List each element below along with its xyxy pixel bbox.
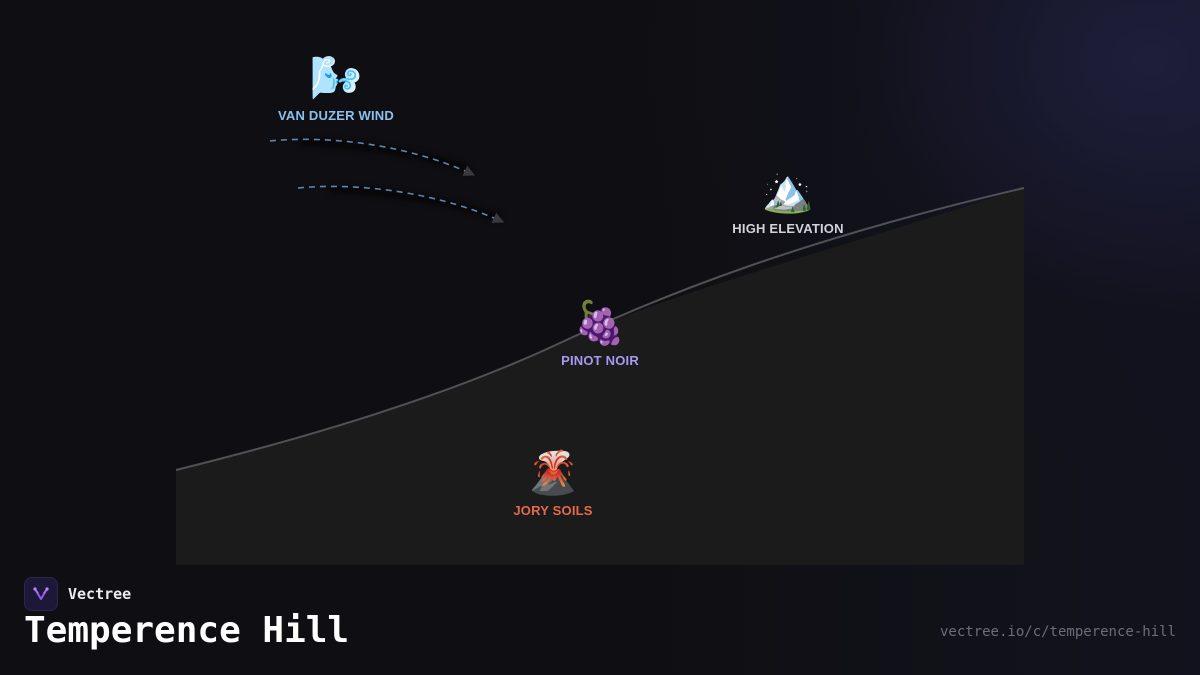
wind-marker: 🌬️ VAN DUZER WIND <box>278 54 394 123</box>
page-title: Temperence Hill <box>24 610 350 651</box>
pinot-label: PINOT NOIR <box>561 353 639 368</box>
soils-marker: 🌋 JORY SOILS <box>513 449 592 518</box>
snow-capped-mountain-icon: 🏔️ <box>761 167 815 214</box>
wind-shadow-lower <box>329 185 502 222</box>
grapes-icon: 🍇 <box>573 299 627 346</box>
wind-arrow-lower <box>297 185 505 223</box>
elevation-marker: 🏔️ HIGH ELEVATION <box>732 167 843 236</box>
soils-label: JORY SOILS <box>513 503 593 518</box>
elevation-label: HIGH ELEVATION <box>732 221 844 236</box>
pinot-marker: 🍇 PINOT NOIR <box>561 299 639 368</box>
hill-shape <box>176 188 1024 565</box>
wind-face-icon: 🌬️ <box>309 54 363 101</box>
wind-label: VAN DUZER WIND <box>278 108 394 123</box>
wind-arrow-upper <box>269 138 476 176</box>
wind-shadow-upper <box>299 138 472 174</box>
brand-name: Vectree <box>68 585 132 603</box>
vectree-logo-icon <box>24 577 58 611</box>
page-url[interactable]: vectree.io/c/temperence-hill <box>939 624 1176 640</box>
brand[interactable]: Vectree <box>24 577 131 611</box>
hill-outline <box>175 187 1025 471</box>
volcano-icon: 🌋 <box>526 449 580 496</box>
